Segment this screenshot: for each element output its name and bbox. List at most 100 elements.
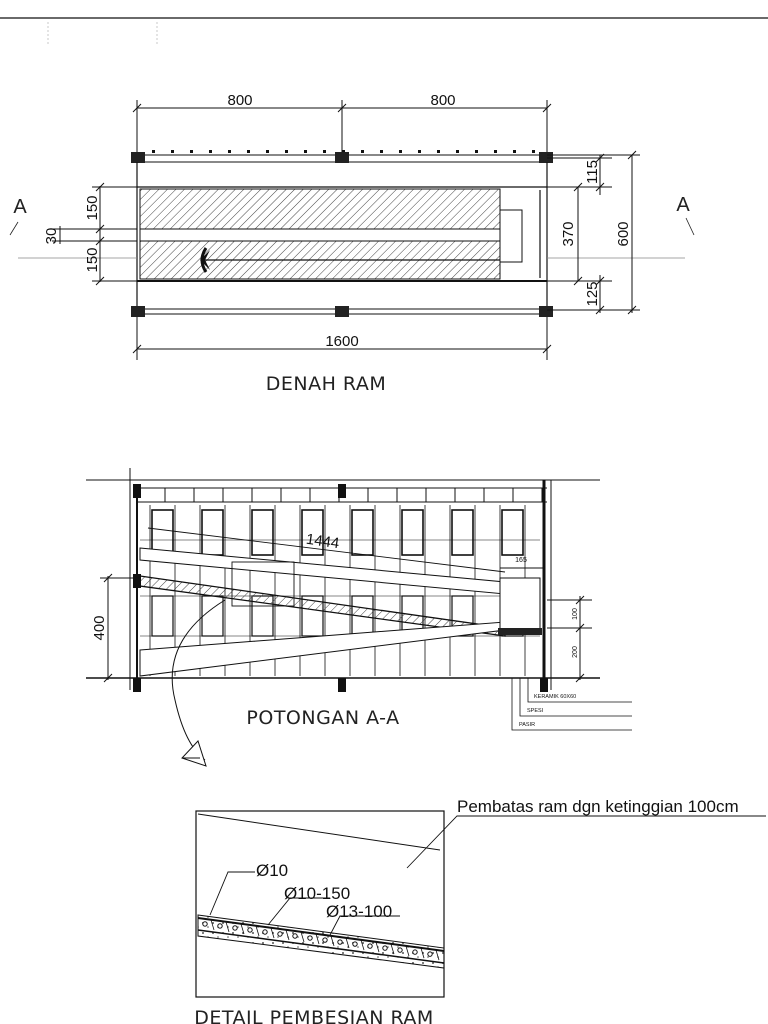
ramp-divider xyxy=(139,228,501,242)
dim-165-label: 165 xyxy=(515,557,527,564)
rebar-dot xyxy=(247,927,253,933)
stirrup xyxy=(210,919,215,931)
dim-100-label: 100 xyxy=(572,608,579,620)
panel xyxy=(151,595,174,637)
section-mark-right: A xyxy=(676,194,690,216)
railing-post xyxy=(399,150,402,153)
column-top-left xyxy=(131,152,145,163)
potongan-section: 400 1444 165 100 200 KERAMIK 60X60 SPESI… xyxy=(86,468,632,767)
railing-post xyxy=(171,150,174,153)
layer-spesi-label: SPESI xyxy=(527,708,544,714)
rebar-dot xyxy=(367,943,373,949)
rebar-1-label: Ø10 xyxy=(256,861,288,880)
stirrup xyxy=(255,925,260,937)
stirrup xyxy=(270,927,275,939)
dim-bottom xyxy=(132,317,552,360)
rebar-dot xyxy=(217,923,223,929)
panel xyxy=(251,509,274,556)
panel xyxy=(351,509,374,556)
rebar-dot xyxy=(427,951,433,957)
sheet-border xyxy=(0,17,768,46)
railing-post xyxy=(513,150,516,153)
stirrup xyxy=(330,935,335,947)
dim-right xyxy=(547,150,640,315)
detail-frame xyxy=(195,810,445,998)
stirrup xyxy=(405,945,410,957)
panel xyxy=(201,509,224,556)
column-section-3 xyxy=(133,574,141,588)
railing-post xyxy=(418,150,421,153)
stirrup xyxy=(285,929,290,941)
railing-post xyxy=(228,150,231,153)
rail-posts xyxy=(164,488,543,502)
rebar-dot xyxy=(352,941,358,947)
section-line xyxy=(9,217,695,259)
stirrup xyxy=(300,931,305,943)
railing-post xyxy=(285,150,288,153)
dim-200-label: 200 xyxy=(572,646,579,658)
stirrup xyxy=(435,950,440,961)
railing-post xyxy=(532,150,535,153)
landing xyxy=(499,209,523,263)
denah-ram-plan: 800 800 xyxy=(9,92,695,395)
rebar-dot xyxy=(232,925,238,931)
dim-right-600-label: 600 xyxy=(615,221,632,246)
column-top-mid xyxy=(335,152,349,163)
rebar-dot xyxy=(397,947,403,953)
dim-right-125-label: 125 xyxy=(584,281,601,306)
panel xyxy=(201,595,224,637)
detail-title: DETAIL PEMBESIAN RAM xyxy=(194,1007,434,1024)
detail-slab xyxy=(197,914,445,969)
dim-left-bottom-label: 150 xyxy=(84,247,101,272)
stirrup xyxy=(225,921,230,933)
stirrup xyxy=(390,943,395,955)
rebar-dot xyxy=(292,933,298,939)
ramp-upper-hatch xyxy=(139,188,501,230)
railing-post xyxy=(437,150,440,153)
column-bottom-right xyxy=(539,306,553,317)
column-top-right xyxy=(539,152,553,163)
railing-post xyxy=(304,150,307,153)
railing-post xyxy=(456,150,459,153)
rebar-dot xyxy=(337,939,343,945)
section-dimensions xyxy=(100,567,592,683)
dim-left-top-label: 150 xyxy=(84,195,101,220)
dim-length-label: 1444 xyxy=(305,531,340,552)
rebar-3-label: Ø13-100 xyxy=(326,902,392,921)
detail-callout-arrow-icon xyxy=(171,599,226,767)
panel xyxy=(151,509,174,556)
railing-post xyxy=(494,150,497,153)
column-section-1 xyxy=(133,484,141,498)
rebar-dot xyxy=(322,937,328,943)
column-section-2 xyxy=(338,484,346,498)
denah-title: DENAH RAM xyxy=(266,373,387,395)
rebar-dot xyxy=(277,931,283,937)
panel xyxy=(401,509,424,556)
rebar-dot xyxy=(202,921,208,927)
panel xyxy=(501,509,524,556)
column-section-6 xyxy=(540,678,548,692)
railing-post xyxy=(380,150,383,153)
rebar-dot xyxy=(262,929,268,935)
railing-post xyxy=(323,150,326,153)
rebar-dot xyxy=(307,935,313,941)
dim-top xyxy=(132,100,552,156)
stirrup xyxy=(360,939,365,951)
dim-top-left-label: 800 xyxy=(227,92,252,109)
stirrup xyxy=(240,923,245,935)
panel xyxy=(451,509,474,556)
column-section-4 xyxy=(133,678,141,692)
railing-post xyxy=(209,150,212,153)
column-section-5 xyxy=(338,678,346,692)
column-bottom-left xyxy=(131,306,145,317)
rebar-2-label: Ø10-150 xyxy=(284,884,350,903)
dim-bottom-label: 1600 xyxy=(325,333,358,350)
railing-post xyxy=(152,150,155,153)
column-bottom-mid xyxy=(335,306,349,317)
stirrup xyxy=(345,937,350,949)
stirrup xyxy=(420,947,425,959)
dim-height-label: 400 xyxy=(91,615,108,640)
stirrup xyxy=(315,933,320,945)
panel xyxy=(301,509,324,556)
